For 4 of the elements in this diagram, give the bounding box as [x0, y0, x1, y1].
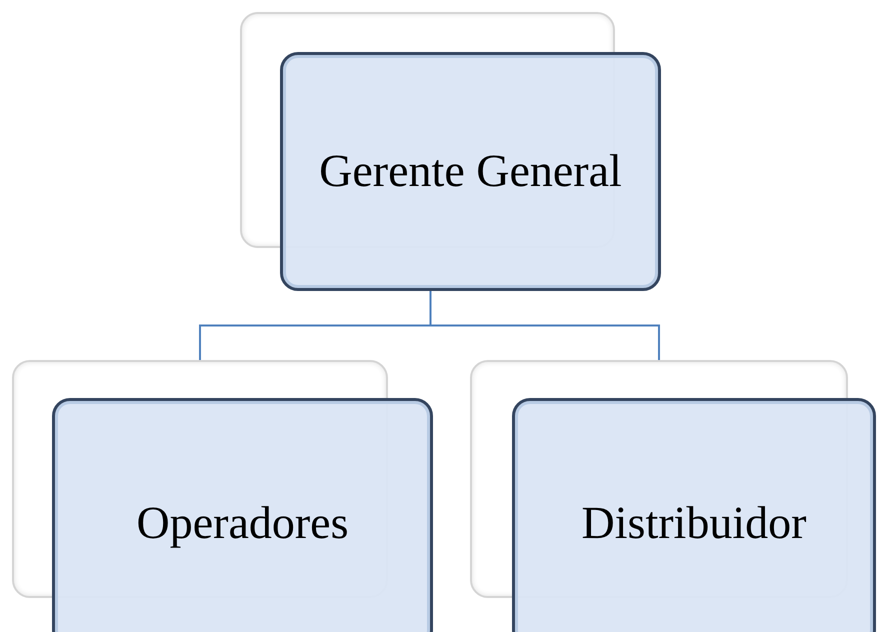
box-title: Operadores [136, 496, 348, 550]
box-title: Gerente General [319, 145, 622, 198]
connector-line [430, 291, 660, 360]
box-title: Distribuidor [582, 496, 806, 550]
